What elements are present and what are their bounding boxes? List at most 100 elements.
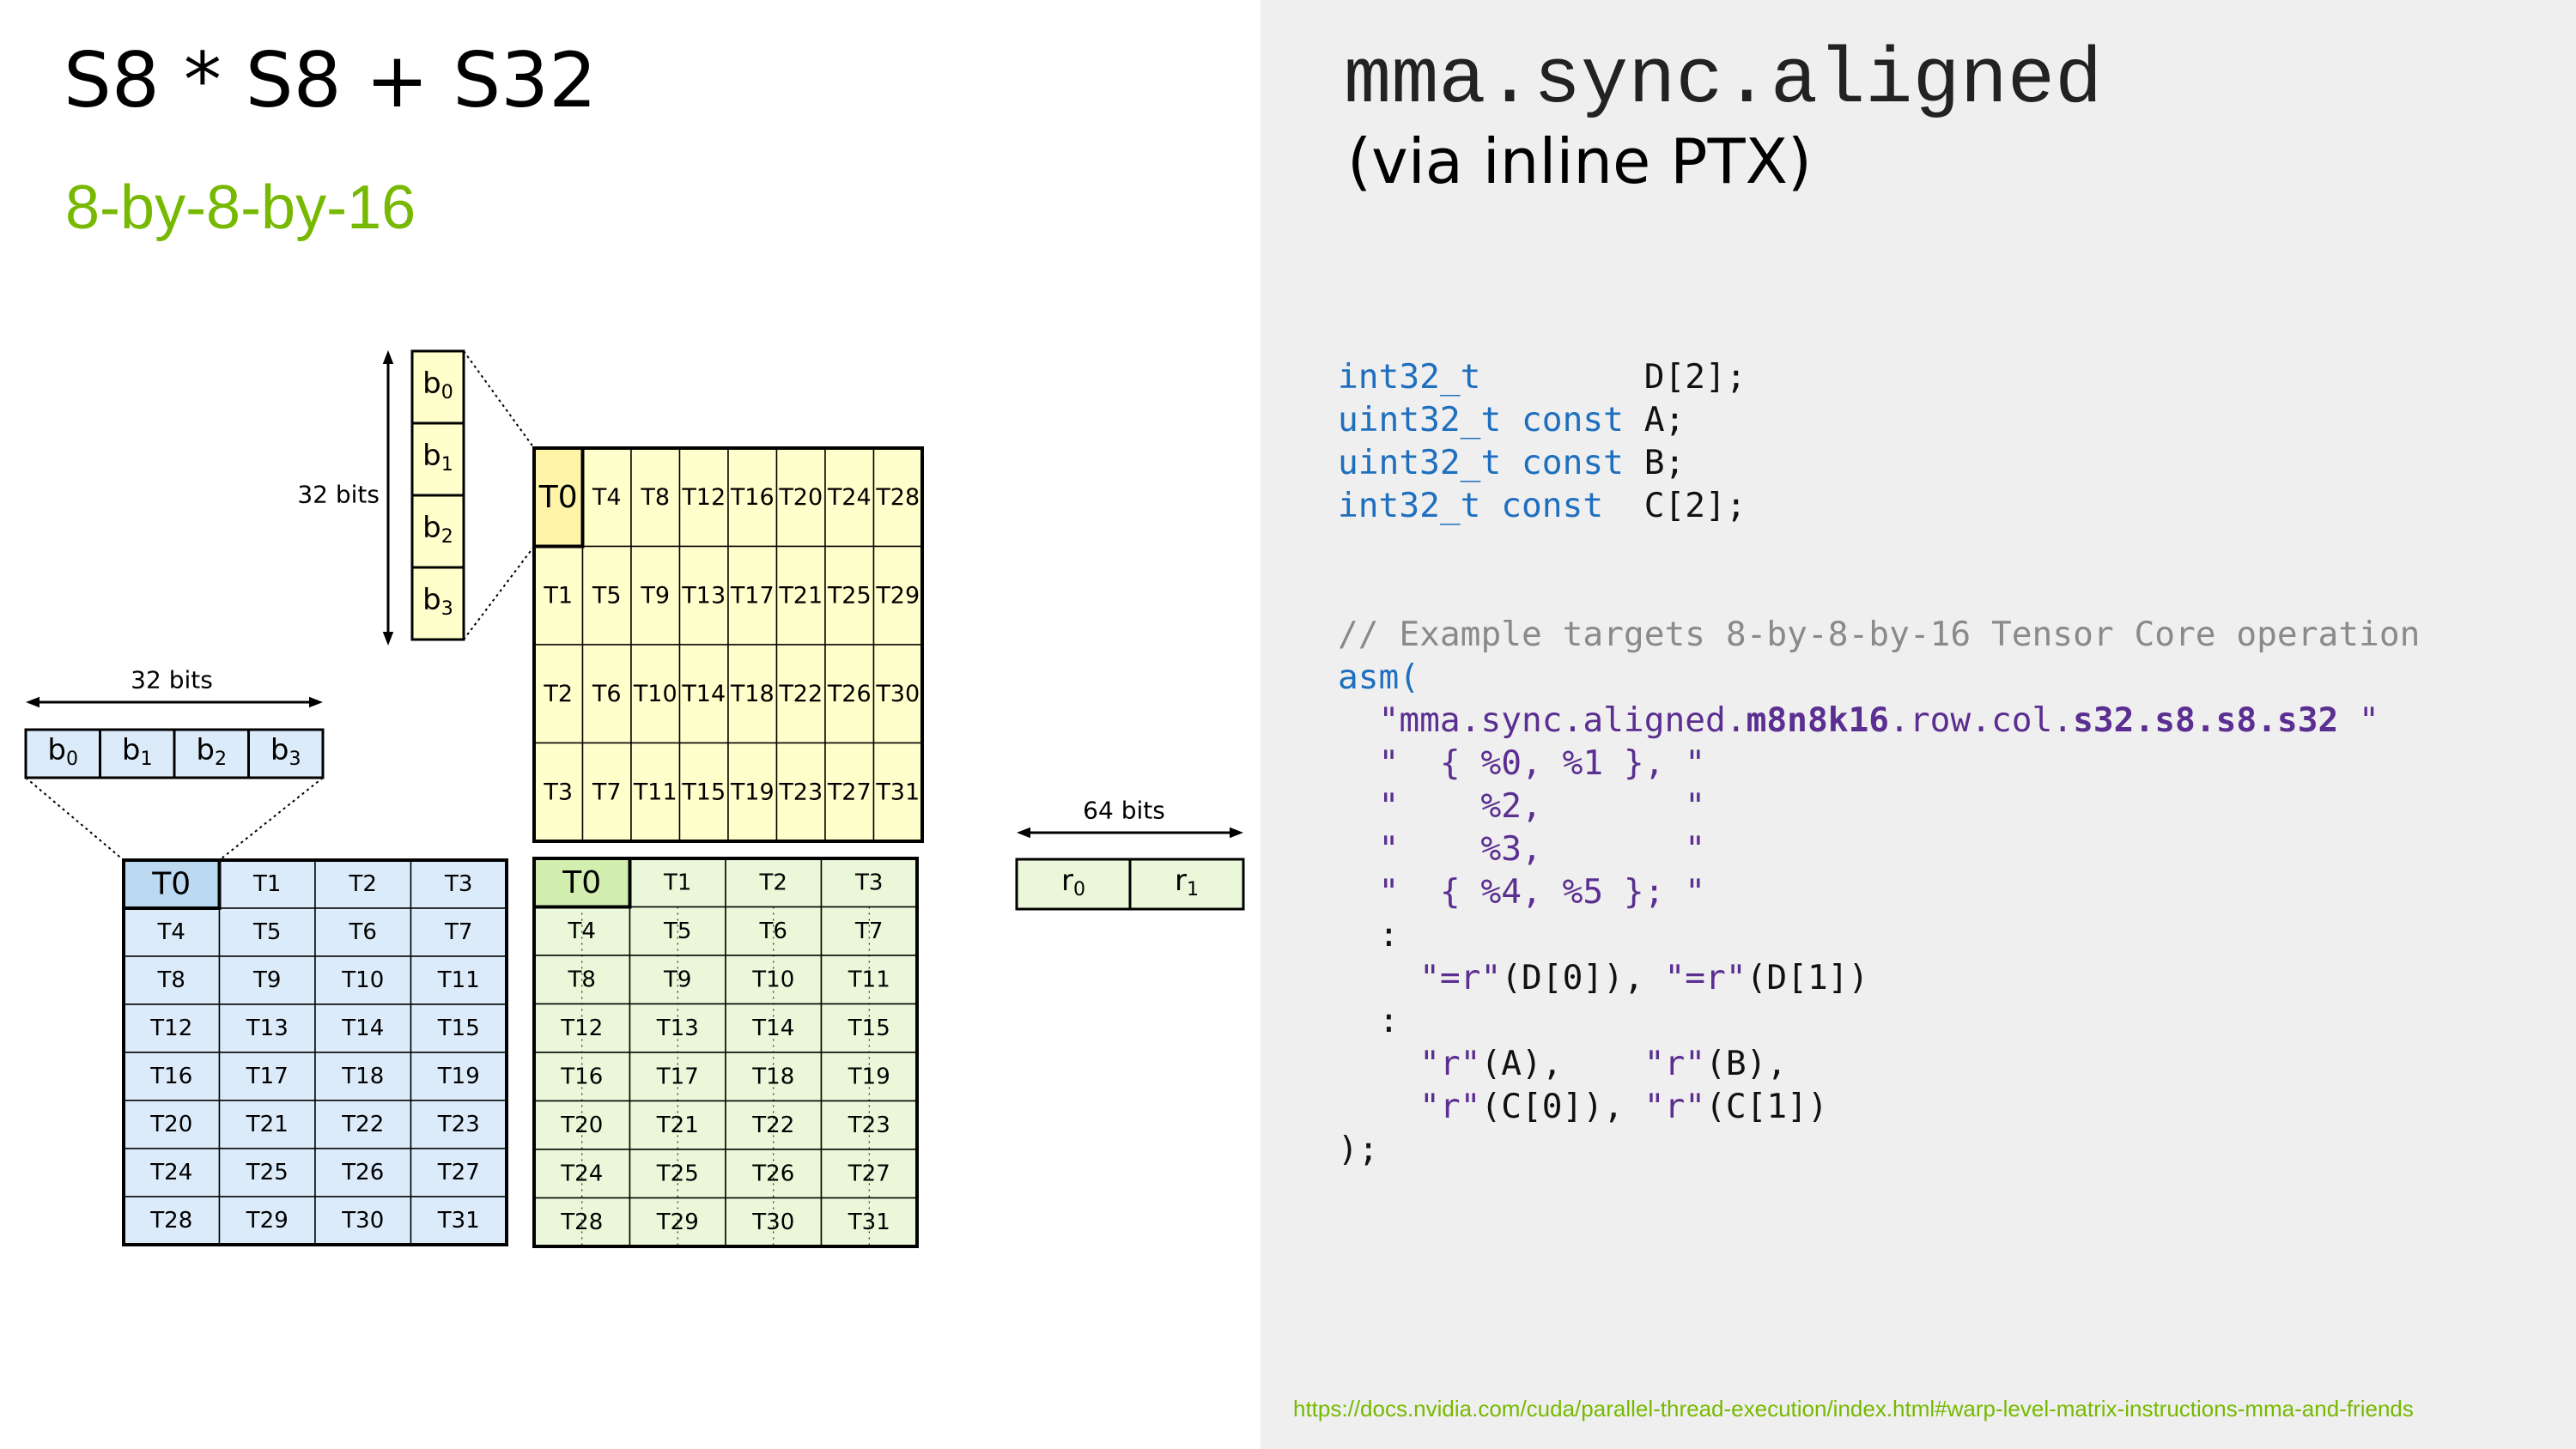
b-matrix-thread-label: T2 (543, 681, 573, 707)
decl-type-4: int32_t const (1338, 486, 1604, 525)
b-fragment-cell-2 (410, 494, 465, 569)
a-matrix-cell (410, 1148, 507, 1197)
b-matrix-thread-label: T25 (827, 582, 872, 609)
page-subtitle: 8-by-8-by-16 (65, 173, 416, 242)
b-matrix-thread-label: T31 (875, 779, 920, 805)
a-matrix-thread-label: T21 (246, 1112, 289, 1137)
b-connector-bottom (463, 545, 535, 640)
decl-type-2: uint32_t const (1338, 400, 1624, 440)
code-line-operands-c: " { %4, %5 }; " (1338, 872, 1706, 912)
a-matrix-highlight-border (122, 858, 222, 910)
c-matrix-border (532, 857, 919, 1248)
b-matrix-cell (533, 545, 584, 646)
decl-name-2: A; (1643, 400, 1686, 440)
b-matrix-cell (581, 545, 632, 646)
b-matrix-cell (533, 644, 584, 744)
b-matrix-cell (678, 742, 729, 842)
a-matrix-thread-label: T12 (149, 1016, 192, 1041)
b-matrix-thread-label: T14 (681, 681, 726, 707)
decl-type-1: int32_t (1338, 357, 1481, 397)
a-matrix-cell (314, 955, 412, 1005)
b-matrix-thread-label: T7 (592, 779, 622, 805)
a-matrix-thread-label: T9 (252, 967, 281, 993)
b-matrix-thread-label: T5 (592, 582, 622, 609)
c-matrix-thread-label: T0 (562, 865, 601, 900)
a-matrix-thread-label: T3 (444, 871, 472, 897)
b-matrix-thread-label: T9 (640, 582, 670, 609)
a-matrix-thread-label: T6 (349, 919, 377, 945)
code-block: int32_t D[2];uint32_t const A;uint32_t c… (1338, 355, 2420, 1171)
c-matrix-thread-label: T22 (751, 1113, 794, 1138)
a-fragment-cell-2 (173, 728, 250, 779)
c-matrix-thread-label: T28 (560, 1210, 603, 1235)
a-matrix-thread-label: T2 (349, 871, 377, 897)
a-matrix-thread-label: T22 (341, 1112, 384, 1137)
b-matrix-cell (630, 644, 681, 744)
c-matrix-thread-label: T25 (656, 1161, 699, 1186)
c-matrix-thread-label: T30 (751, 1210, 794, 1235)
a-matrix-thread-label: T26 (341, 1160, 384, 1185)
decl-name-3: B; (1643, 443, 1686, 482)
a-fragment-cell-1 (99, 728, 176, 779)
b-matrix-thread-label: T8 (640, 484, 670, 511)
a-matrix-cell (314, 1100, 412, 1149)
code-line-inputs-1: "r"(A), "r"(B), (1338, 1044, 1788, 1083)
row-size-arrow-head-right (309, 696, 323, 708)
b-matrix-cell (678, 644, 729, 744)
b-matrix-thread-label: T12 (681, 484, 726, 511)
b-matrix-cell (775, 545, 826, 646)
code-line-instruction: "mma.sync.aligned.m8n8k16.row.col.s32.s8… (1338, 700, 2379, 740)
c-matrix-thread-label: T23 (848, 1113, 890, 1138)
a-matrix-thread-label: T5 (252, 919, 281, 945)
a-fragment-cell-3 (247, 728, 325, 779)
a-matrix-cell (314, 859, 412, 909)
code-line-operand-a: " %2, " (1338, 786, 1706, 826)
code-line-decl-4: int32_t const C[2]; (1338, 484, 2420, 527)
a-matrix-thread-label: T19 (437, 1064, 480, 1089)
a-fragment-label-0: b0 (47, 733, 78, 770)
b-fragment-cell-3 (410, 566, 465, 641)
a-matrix-thread-label: T17 (246, 1064, 289, 1089)
acc-size-label: 64 bits (1083, 797, 1165, 825)
b-matrix-cell (581, 742, 632, 842)
docs-link[interactable]: https://docs.nvidia.com/cuda/parallel-th… (1293, 1396, 2414, 1422)
acc-fragment-label-0: r0 (1061, 864, 1085, 900)
a-matrix-cell (410, 1003, 507, 1053)
code-line-decl-1: int32_t D[2]; (1338, 355, 2420, 398)
a-matrix-cell (123, 1148, 221, 1197)
b-fragment-cell-1 (410, 421, 465, 497)
b-matrix-thread-label: T15 (681, 779, 726, 805)
b-connector-top (463, 350, 535, 449)
decl-type-3: uint32_t const (1338, 443, 1624, 482)
decl-name-4: C[2]; (1643, 486, 1747, 525)
a-matrix-thread-label: T27 (437, 1160, 480, 1185)
a-matrix-cell (123, 1052, 221, 1101)
b-matrix-thread-label: T3 (543, 779, 573, 805)
acc-fragment-label-1: r1 (1175, 864, 1199, 900)
code-panel (1261, 0, 2576, 1449)
c-matrix-thread-label: T24 (560, 1161, 603, 1186)
c-matrix-thread-label: T26 (751, 1161, 794, 1186)
b-matrix-thread-label: T4 (592, 484, 622, 511)
b-matrix-thread-label: T0 (538, 480, 578, 515)
b-matrix-cell (775, 644, 826, 744)
b-matrix-thread-label: T11 (633, 779, 677, 805)
b-matrix-cell (727, 545, 778, 646)
a-fragment-label-2: b2 (196, 733, 227, 770)
a-matrix-thread-label: T31 (437, 1208, 480, 1234)
a-matrix-cell (314, 1052, 412, 1101)
b-matrix-cell (872, 545, 923, 646)
c-matrix-thread-label: T27 (848, 1161, 890, 1186)
c-matrix-thread-label: T3 (854, 870, 883, 895)
b-matrix-border (532, 446, 924, 843)
a-matrix-thread-label: T25 (246, 1160, 289, 1185)
a-fragment-cell-0 (24, 728, 101, 779)
a-matrix-thread-label: T28 (149, 1208, 192, 1234)
b-fragment-label-0: b0 (422, 367, 453, 403)
a-matrix-thread-label: T30 (341, 1208, 384, 1234)
c-matrix-thread-label: T31 (848, 1210, 890, 1235)
a-matrix-thread-label: T0 (151, 867, 191, 902)
acc-size-arrow-head-right (1230, 827, 1243, 839)
code-line-colon-outputs: : (1338, 915, 1400, 955)
b-matrix-thread-label: T18 (730, 681, 775, 707)
